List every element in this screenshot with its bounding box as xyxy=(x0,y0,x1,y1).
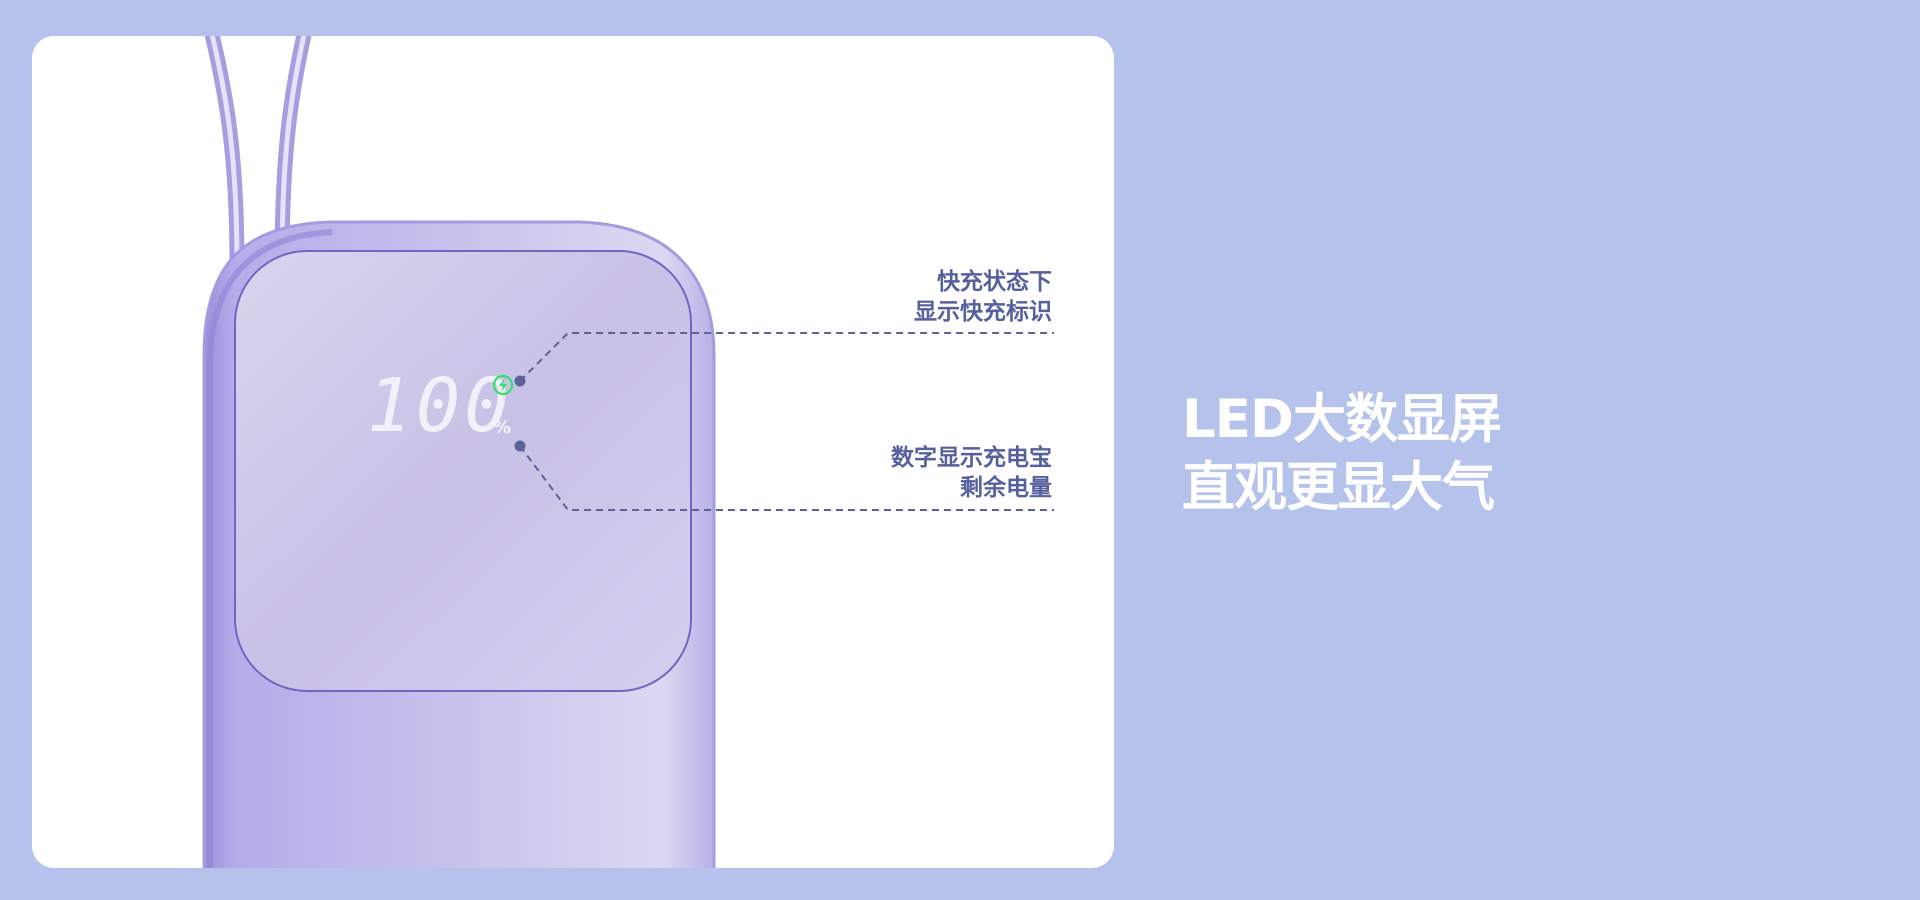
feature-headline: LED大数显屏 直观更显大气 xyxy=(1182,386,1502,522)
callout-remaining-power-line-2: 剩余电量 xyxy=(960,475,1052,501)
lightning-bolt-circle-icon xyxy=(492,374,514,396)
battery-percentage: 100 xyxy=(367,363,513,449)
charging-cables xyxy=(204,36,312,274)
callout-fast-charge-line-1: 快充状态下 xyxy=(937,269,1052,295)
power-bank-illustration: 100 % xyxy=(202,36,1054,868)
callout-fast-charge: 快充状态下 显示快充标识 xyxy=(914,267,1052,327)
callout-fast-charge-line-2: 显示快充标识 xyxy=(914,299,1052,325)
percent-sign: % xyxy=(493,417,511,438)
display-window xyxy=(234,250,692,692)
callout-leader-lines xyxy=(514,332,1054,511)
callout-remaining-power-line-1: 数字显示充电宝 xyxy=(891,445,1052,471)
callout-remaining-power: 数字显示充电宝 剩余电量 xyxy=(891,443,1052,503)
headline-line-2: 直观更显大气 xyxy=(1182,457,1495,518)
product-card: 100 % 快充状态下 显示快充标识 数字显示充电宝 剩余电量 xyxy=(32,36,1114,868)
headline-line-1: LED大数显屏 xyxy=(1182,389,1502,450)
